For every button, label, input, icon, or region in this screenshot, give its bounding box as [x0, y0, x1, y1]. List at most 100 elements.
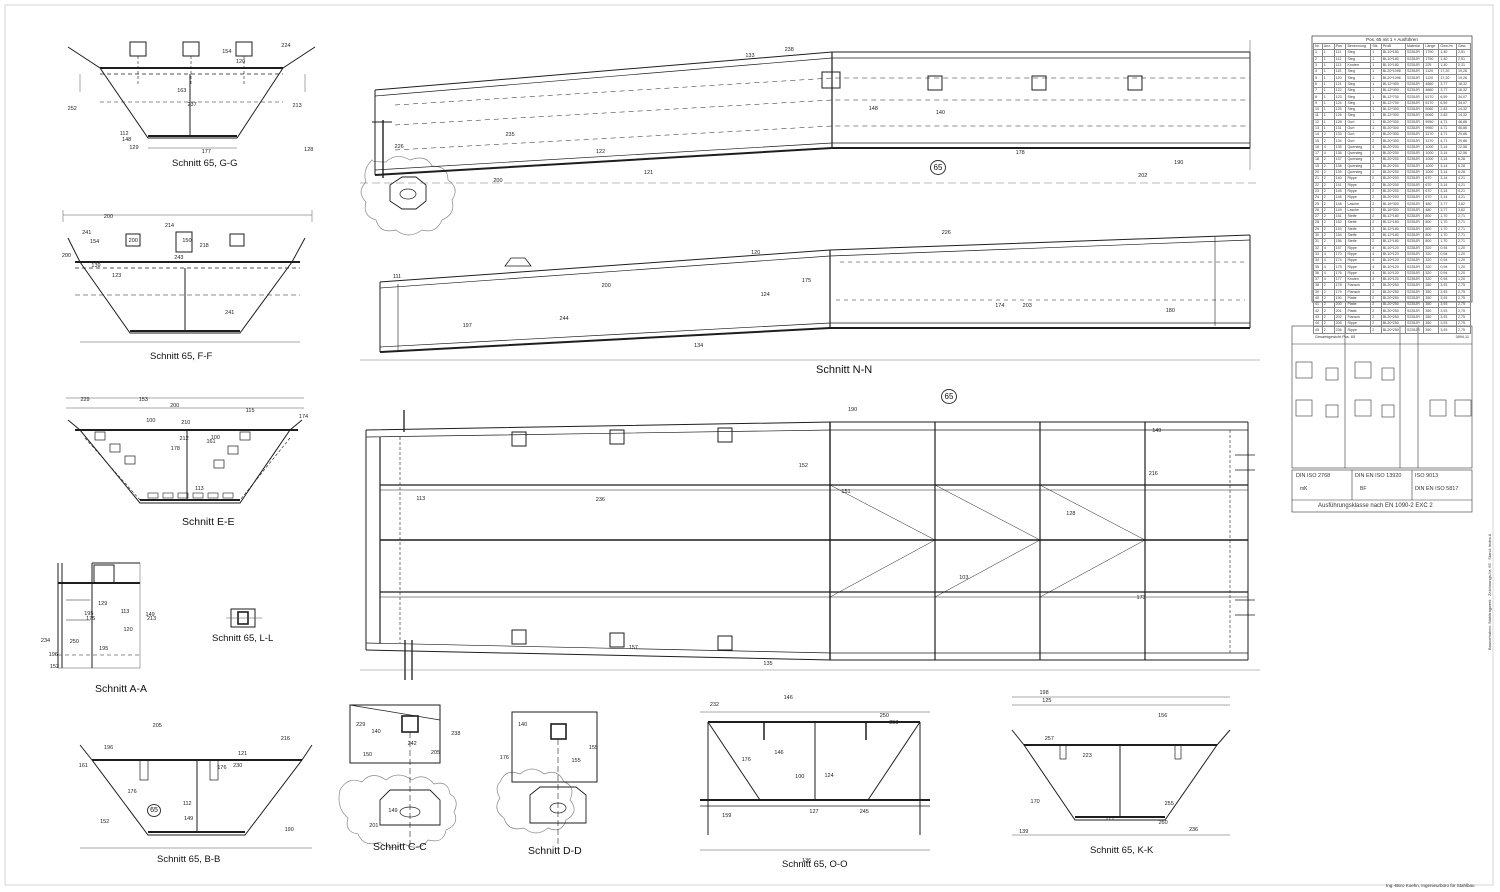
position-number-label: 140 — [935, 109, 945, 116]
parts-table-cell: Steg — [1345, 93, 1372, 101]
position-number-label: 133 — [745, 52, 755, 59]
parts-table-cell: 34,07 — [1456, 93, 1471, 101]
parts-table-cell: 4860 — [1423, 80, 1440, 89]
parts-table-cell: Rippe — [1345, 320, 1372, 328]
position-number-label: 135 — [763, 661, 773, 668]
position-number-label: 238 — [784, 47, 794, 54]
position-number-label: 170 — [1030, 799, 1040, 806]
position-number-label: 134 — [694, 342, 704, 349]
position-number-label: 113 — [194, 485, 204, 492]
position-number-label: 214 — [164, 223, 175, 230]
position-number-label: 149 — [388, 808, 398, 815]
position-number-label: 149 — [145, 611, 155, 618]
position-number-label: 150 — [362, 751, 373, 758]
parts-table-cell: 46,86 — [1456, 118, 1471, 126]
position-number-label: 253 — [889, 720, 899, 727]
position-number-label: 146 — [774, 749, 784, 756]
position-mark-elevation: 65 — [930, 160, 946, 175]
std-right-2: DIN EN ISO 5817 — [1415, 486, 1459, 492]
position-number-label: 151 — [841, 489, 851, 496]
parts-table-cell: 4860 — [1423, 87, 1440, 95]
position-number-label: 121 — [237, 750, 248, 757]
parts-table-cell: 2,75 — [1456, 288, 1471, 296]
std-middle-1: DIN EN ISO 13920 — [1355, 473, 1402, 479]
position-number-label: 201 — [369, 823, 379, 830]
parts-table-cell: Knoten — [1345, 61, 1372, 70]
parts-table-cell: S235JR — [1405, 257, 1425, 265]
position-number-label: 196 — [104, 744, 114, 751]
parts-table-cell: S235JR — [1405, 112, 1425, 120]
parts-table-cell: Platte — [1345, 301, 1372, 309]
position-number-label: 150 — [182, 238, 192, 245]
position-number-label: 203 — [1022, 303, 1032, 310]
position-number-label: 250 — [69, 639, 79, 646]
position-number-label: 197 — [462, 323, 472, 330]
title-ll: Schnitt 65, L-L — [212, 633, 274, 644]
parts-list-header: Pos. 65 mit 1 × Ausführen — [1366, 37, 1418, 42]
parts-table-cell: S235JR — [1405, 74, 1425, 82]
parts-table-cell: 350 — [1423, 320, 1440, 328]
parts-table-cell: 1120 — [1423, 68, 1440, 76]
position-number-label: 152 — [49, 663, 60, 670]
view-ll — [226, 608, 262, 628]
position-number-label: 173 — [1136, 594, 1146, 601]
position-number-label: 252 — [67, 106, 77, 113]
position-number-label: 195 — [84, 611, 94, 618]
parts-table-cell: 2,75 — [1456, 307, 1471, 315]
parts-table-cell: Steg — [1345, 99, 1372, 107]
parts-table-cell: Rippe — [1345, 250, 1372, 259]
parts-table-cell: Steg — [1345, 68, 1372, 76]
position-number-label: 111 — [392, 273, 402, 280]
position-number-label: 139 — [1019, 828, 1029, 835]
parts-table-cell: S235JR — [1405, 118, 1425, 126]
parts-table-cell: Steg — [1345, 80, 1372, 89]
parts-table-cell: 0,31 — [1456, 61, 1471, 70]
position-number-label: 176 — [217, 765, 227, 772]
parts-table-cell: 320 — [1423, 263, 1440, 271]
parts-table-cell: Flansch — [1345, 282, 1372, 290]
title-bb: Schnitt 65, B-B — [157, 854, 221, 865]
position-number-label: 161 — [78, 762, 88, 769]
parts-table-cell: S235JR — [1405, 326, 1425, 334]
parts-table-cell: 350 — [1423, 294, 1440, 303]
position-number-label: 124 — [824, 772, 834, 779]
position-number-label: 190 — [1174, 160, 1184, 167]
parts-table-cell: 1,20 — [1456, 257, 1471, 265]
position-number-label: 136 — [802, 858, 812, 865]
parts-table-cell: S235JR — [1405, 61, 1425, 70]
parts-table-cell: S235JR — [1405, 269, 1425, 278]
title-ee: Schnitt E-E — [182, 516, 235, 528]
position-number-label: 223 — [1082, 752, 1092, 759]
title-oo: Schnitt 65, O-O — [782, 859, 848, 870]
parts-table-cell: 350 — [1423, 301, 1440, 309]
position-number-label: 159 — [722, 813, 732, 820]
view-elevation-top — [360, 40, 1260, 236]
view-ee — [66, 397, 304, 504]
position-number-label: 154 — [90, 239, 100, 246]
position-number-label: 154 — [222, 49, 232, 56]
parts-table-cell: Steg — [1345, 112, 1372, 120]
view-nn — [360, 234, 1260, 361]
std-left-2: mK — [1300, 486, 1308, 492]
position-number-label: 226 — [394, 143, 404, 150]
position-number-label: 100 — [210, 435, 220, 442]
parts-table-cell: Flansch — [1345, 313, 1372, 322]
title-kk: Schnitt 65, K-K — [1090, 845, 1154, 856]
position-number-label: 241 — [82, 229, 92, 236]
std-middle-2: BF — [1360, 486, 1367, 492]
position-number-label: 140 — [517, 722, 528, 729]
parts-list-footer-label: Gesamtgewicht Pos. 65 — [1315, 334, 1356, 339]
parts-table-cell: 2,75 — [1456, 282, 1471, 290]
position-number-label: 128 — [1066, 511, 1076, 518]
